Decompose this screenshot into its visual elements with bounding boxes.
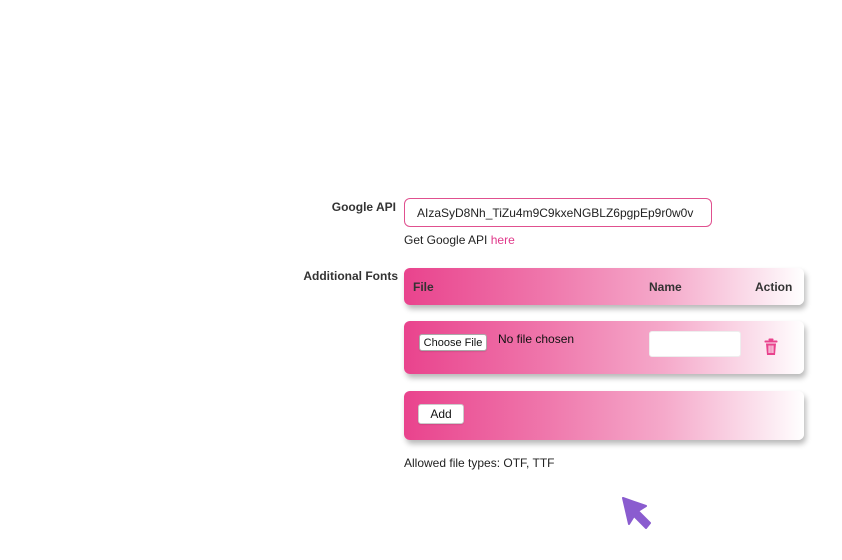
trash-icon[interactable] (764, 338, 778, 356)
column-header-name: Name (649, 280, 682, 294)
google-api-label: Google API (331, 200, 396, 214)
fonts-table-header: File Name Action (404, 268, 804, 305)
google-api-input[interactable] (404, 198, 712, 227)
hint-text: Get Google API (404, 233, 491, 247)
allowed-file-types-note: Allowed file types: OTF, TTF (404, 456, 555, 470)
pointer-cursor-icon (622, 497, 651, 529)
choose-file-button[interactable]: Choose File (419, 334, 487, 351)
google-api-hint: Get Google API here (404, 233, 515, 247)
file-status-text: No file chosen (498, 332, 575, 346)
additional-fonts-label: Additional Fonts (303, 269, 398, 283)
get-api-link[interactable]: here (490, 233, 515, 247)
table-row: Choose File No file chosen (404, 321, 804, 374)
column-header-file: File (413, 280, 434, 294)
add-row: Add (404, 391, 804, 440)
font-name-input[interactable] (649, 331, 741, 357)
add-font-button[interactable]: Add (418, 404, 464, 424)
column-header-action: Action (755, 280, 793, 294)
